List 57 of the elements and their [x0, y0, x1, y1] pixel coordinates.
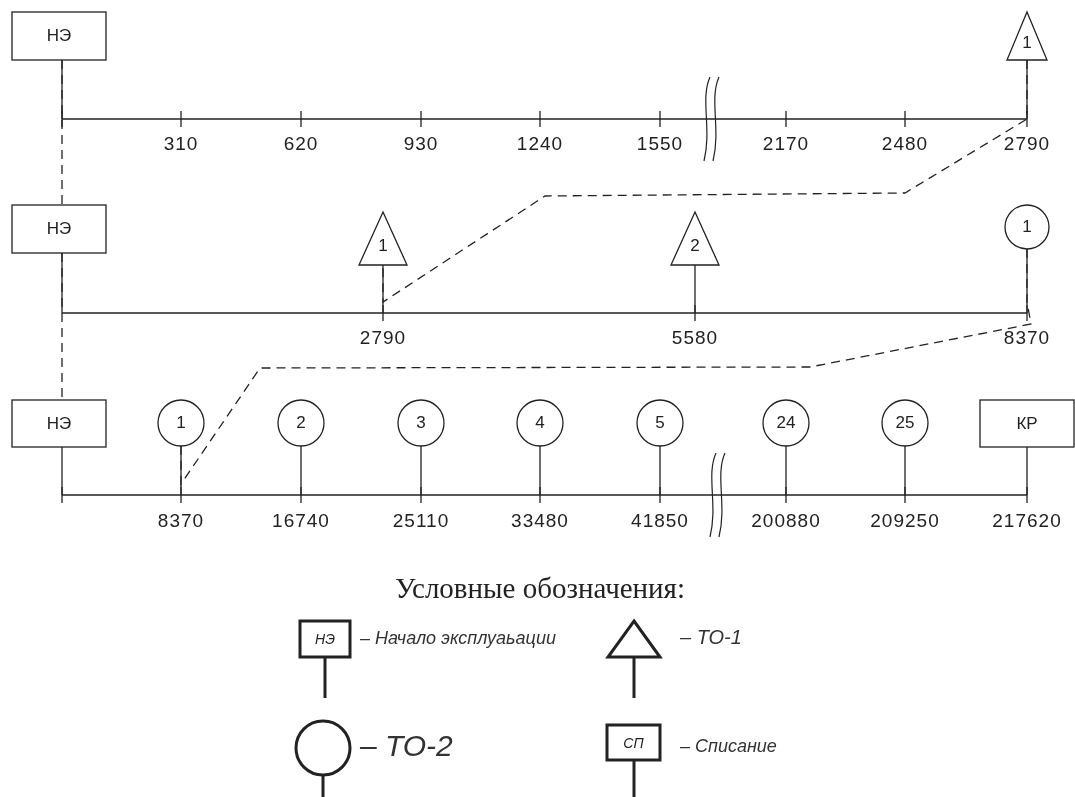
tick-label: 620 — [283, 133, 319, 155]
marker-label: НЭ — [46, 413, 72, 434]
marker-label: 25 — [895, 413, 915, 433]
stem-line — [659, 445, 661, 496]
marker-label: 1 — [378, 236, 388, 257]
marker-label: НЭ — [46, 219, 72, 239]
marker-label: СП — [623, 734, 644, 751]
legend-text: – ТО-2 — [360, 729, 453, 763]
tick-label: 1240 — [516, 133, 564, 155]
tick-label: 33480 — [511, 510, 569, 532]
marker-label: 1 — [1022, 217, 1032, 237]
marker-label: 2 — [690, 236, 700, 257]
stem-line — [300, 445, 302, 496]
marker-label: 1 — [176, 413, 186, 433]
tick-label: 1550 — [636, 133, 684, 155]
tick-label: 2480 — [881, 133, 929, 155]
tick-label: 5580 — [671, 327, 719, 349]
stem-line — [785, 445, 787, 496]
legend-text: – Списание — [680, 736, 777, 757]
tick-label: 2790 — [359, 327, 407, 349]
stem-line — [61, 59, 63, 120]
marker-label: НЭ — [315, 631, 335, 647]
marker-label: 2 — [296, 413, 306, 433]
stem-line — [61, 446, 63, 496]
stem-line — [904, 445, 906, 496]
tick-label: 310 — [163, 133, 199, 155]
tick-label: 2790 — [1003, 133, 1051, 155]
tick-label: 8370 — [1003, 327, 1051, 349]
tick-label: 16740 — [272, 510, 330, 532]
timeline-axis — [61, 110, 1028, 128]
stem-line — [539, 445, 541, 496]
stem-line — [694, 264, 696, 314]
stem-line — [420, 445, 422, 496]
marker-label: КР — [1016, 413, 1038, 434]
marker-label: 1 — [1022, 33, 1032, 54]
marker-label: НЭ — [46, 26, 72, 46]
tick-label: 25110 — [392, 510, 450, 532]
marker-label: 24 — [776, 413, 796, 433]
stem-line — [382, 264, 384, 314]
stem-line — [180, 445, 182, 496]
tick-label: 217620 — [992, 510, 1062, 532]
tick-label: 8370 — [157, 510, 205, 532]
marker-label: 4 — [535, 413, 545, 433]
legend-text: – ТО-1 — [680, 626, 742, 649]
tick-label: 200880 — [751, 510, 821, 532]
tick-label: 930 — [403, 133, 439, 155]
marker-label: 5 — [655, 413, 665, 433]
stem-line — [1026, 248, 1028, 314]
stem-line — [1026, 59, 1028, 120]
stem-line — [1026, 446, 1028, 496]
stem-line — [61, 252, 63, 314]
marker-label: 3 — [416, 413, 426, 433]
tick-label: 209250 — [870, 510, 940, 532]
legend-text: – Начало эксплуаьации — [360, 628, 556, 649]
tick-label: 41850 — [631, 510, 689, 532]
legend-title: Условные обозначения: — [395, 572, 685, 605]
tick-label: 2170 — [762, 133, 810, 155]
